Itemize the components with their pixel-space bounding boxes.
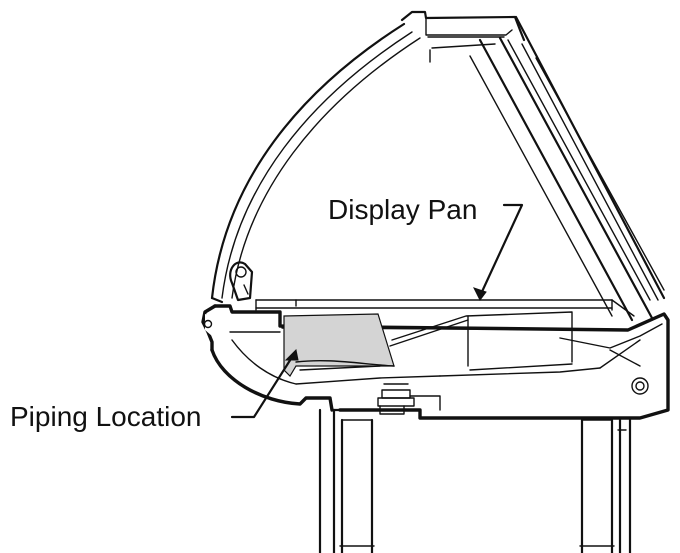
display-pan-callout: Display Pan (328, 194, 524, 301)
rear-leg (579, 416, 632, 553)
case-body (201, 304, 670, 420)
rear-door-frame (469, 15, 666, 322)
front-leg (318, 408, 375, 553)
rear-corner-knob (631, 377, 649, 395)
drain-fitting (377, 383, 441, 415)
top-cap (400, 10, 526, 63)
display-pan (255, 299, 613, 311)
curved-front-glass (210, 22, 421, 304)
display-pan-label: Display Pan (328, 194, 477, 225)
front-hinge (229, 261, 254, 302)
piping-location-callout: Piping Location (10, 348, 299, 432)
piping-location-label: Piping Location (10, 401, 201, 432)
